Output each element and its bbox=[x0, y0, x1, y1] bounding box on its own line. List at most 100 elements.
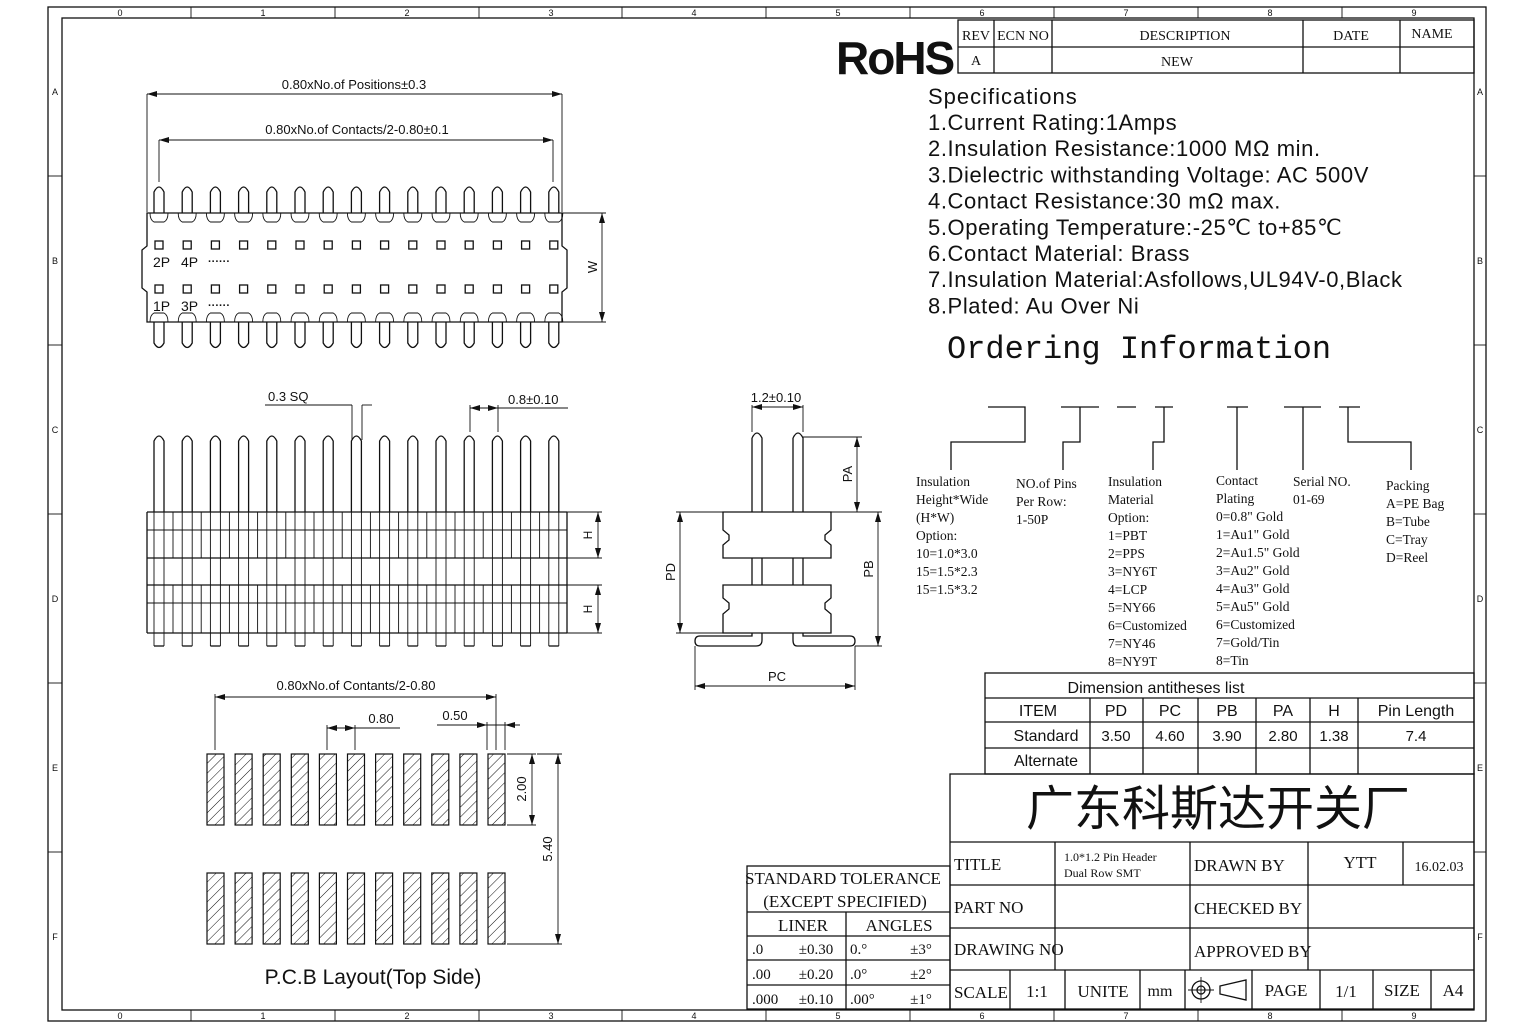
ordering-option-line: 0=0.8" Gold bbox=[1216, 509, 1283, 524]
bottom-pin bbox=[294, 322, 306, 349]
contact-square bbox=[295, 240, 305, 250]
ordering-option-line: 5=Au5" Gold bbox=[1216, 599, 1290, 614]
label-pa: PA bbox=[840, 465, 855, 482]
pcb-layout: 0.80xNo.of Contants/2-0.80 0.80 0.50 2.0… bbox=[206, 678, 562, 989]
pin-notch bbox=[149, 212, 169, 223]
border-row-letter: E bbox=[1477, 763, 1483, 773]
front-pin bbox=[266, 435, 278, 512]
title-block: 广东科斯达开关厂 TITLE 1.0*1.2 Pin Header Dual R… bbox=[949, 773, 1475, 1010]
contact-square bbox=[267, 240, 277, 250]
part-no-label: PART NO bbox=[954, 898, 1023, 917]
bottom-pin bbox=[181, 322, 193, 349]
contact-square bbox=[492, 240, 503, 250]
border-row-letter: B bbox=[52, 256, 58, 266]
contact-square bbox=[182, 284, 192, 294]
pcb-pad-lower bbox=[375, 872, 394, 945]
dimension-header-cell: ITEM bbox=[1019, 703, 1057, 720]
unite-label: UNITE bbox=[1078, 982, 1129, 1001]
dimension-cell: 1.38 bbox=[1319, 728, 1348, 745]
projection-symbol-icon bbox=[1188, 977, 1247, 1003]
top-pin bbox=[350, 186, 363, 213]
tolerance-cell: ±2° bbox=[910, 967, 932, 983]
front-pin bbox=[209, 435, 222, 512]
size-label: SIZE bbox=[1384, 981, 1420, 1000]
bottom-pin bbox=[407, 322, 419, 349]
ordering-option-line: 2=PPS bbox=[1108, 546, 1145, 561]
top-pin bbox=[548, 186, 560, 213]
border-row-letter: F bbox=[1477, 932, 1483, 942]
rev-header: REV bbox=[962, 29, 990, 44]
ordering-option-line: 3=Au2" Gold bbox=[1216, 563, 1290, 578]
spec-line: 7.Insulation Material:Asfollows,UL94V-0,… bbox=[928, 267, 1403, 292]
ordering-option-line: 10=1.0*3.0 bbox=[916, 546, 978, 561]
ordering-option-line: Packing bbox=[1386, 478, 1430, 493]
contact-square bbox=[464, 240, 474, 250]
label-3p: 3P bbox=[181, 298, 198, 314]
bottom-pin bbox=[435, 322, 447, 349]
ordering-option-line: D=Reel bbox=[1386, 550, 1428, 565]
contact-square bbox=[408, 284, 418, 294]
pcb-pad-upper bbox=[262, 753, 281, 826]
tolerance-cell: ±0.10 bbox=[799, 992, 833, 1008]
pin-notch bbox=[290, 212, 310, 223]
contact-square bbox=[267, 284, 277, 294]
pin-notch bbox=[177, 212, 197, 223]
dimension-cell: 7.4 bbox=[1406, 728, 1427, 745]
ordering-option-line: Insulation bbox=[1108, 474, 1162, 489]
ordering-option-line: Option: bbox=[1108, 510, 1149, 525]
ordering-option-line: 6=Customized bbox=[1216, 617, 1295, 632]
pcb-dim-contacts: 0.80xNo.of Contants/2-0.80 bbox=[277, 678, 436, 693]
ordering-option-line: 8=NY9T bbox=[1108, 654, 1158, 669]
dots-bottom: ······ bbox=[208, 300, 230, 312]
pcb-dim-050: 0.50 bbox=[442, 708, 467, 723]
ordering-option-line: 01-69 bbox=[1293, 492, 1325, 507]
dimension-table-title: Dimension antitheses list bbox=[1068, 680, 1246, 697]
dimension-cell: 3.90 bbox=[1212, 728, 1241, 745]
ordering-option-line: B=Tube bbox=[1386, 514, 1430, 529]
pin-notch bbox=[431, 312, 451, 323]
pin-notch bbox=[346, 212, 366, 223]
pcb-pad-upper bbox=[487, 753, 506, 826]
pin-notch bbox=[403, 312, 423, 323]
ordering-option-line: Option: bbox=[916, 528, 957, 543]
top-pin bbox=[294, 186, 306, 213]
pcb-pad-lower bbox=[346, 872, 366, 945]
front-pin bbox=[491, 435, 504, 512]
border-col-number: 2 bbox=[404, 8, 409, 18]
pcb-pad-lower bbox=[262, 872, 281, 945]
ordering-option-line: 7=Gold/Tin bbox=[1216, 635, 1280, 650]
ordering-option-line: Contact bbox=[1216, 473, 1258, 488]
rohs-mark: RoHS bbox=[836, 32, 954, 84]
ordering-option-line: (H*W) bbox=[916, 510, 954, 525]
scale-value: 1:1 bbox=[1026, 982, 1048, 1001]
pcb-pad-upper bbox=[290, 753, 309, 826]
spec-line: 2.Insulation Resistance:1000 MΩ min. bbox=[928, 136, 1321, 161]
size-value: A4 bbox=[1443, 981, 1464, 1000]
ordering-option-line: Height*Wide bbox=[916, 492, 988, 507]
page-label: PAGE bbox=[1265, 981, 1308, 1000]
bottom-pin bbox=[266, 322, 278, 349]
pin-notch bbox=[431, 212, 451, 223]
ordering-option-line: 4=LCP bbox=[1108, 582, 1147, 597]
front-pin bbox=[519, 435, 532, 512]
label-h-lower: H bbox=[581, 605, 595, 614]
top-pin bbox=[181, 186, 193, 213]
tolerance-table: STANDARD TOLERANCE (EXCEPT SPECIFIED) LI… bbox=[745, 865, 951, 1010]
pin-notch bbox=[205, 212, 225, 223]
bottom-pin bbox=[519, 322, 532, 349]
pcb-pad-upper bbox=[375, 753, 394, 826]
side-view: 1.2±0.10 PA PB PD PC bbox=[663, 390, 882, 690]
pin-notch bbox=[459, 212, 479, 223]
ordering-option-line: Material bbox=[1108, 492, 1154, 507]
border-col-number: 2 bbox=[404, 1011, 409, 1021]
contact-square bbox=[492, 284, 503, 294]
ordering-heading: Ordering Information bbox=[947, 331, 1331, 368]
border-col-number: 5 bbox=[835, 1011, 840, 1021]
tolerance-cell: .0 bbox=[752, 942, 763, 958]
bottom-pin bbox=[350, 322, 363, 349]
title-label: TITLE bbox=[954, 855, 1001, 874]
pcb-pad-lower bbox=[487, 872, 506, 945]
tolerance-heading-1: STANDARD TOLERANCE bbox=[745, 869, 941, 888]
pin-notch bbox=[516, 212, 536, 223]
pin-notch bbox=[177, 312, 197, 323]
